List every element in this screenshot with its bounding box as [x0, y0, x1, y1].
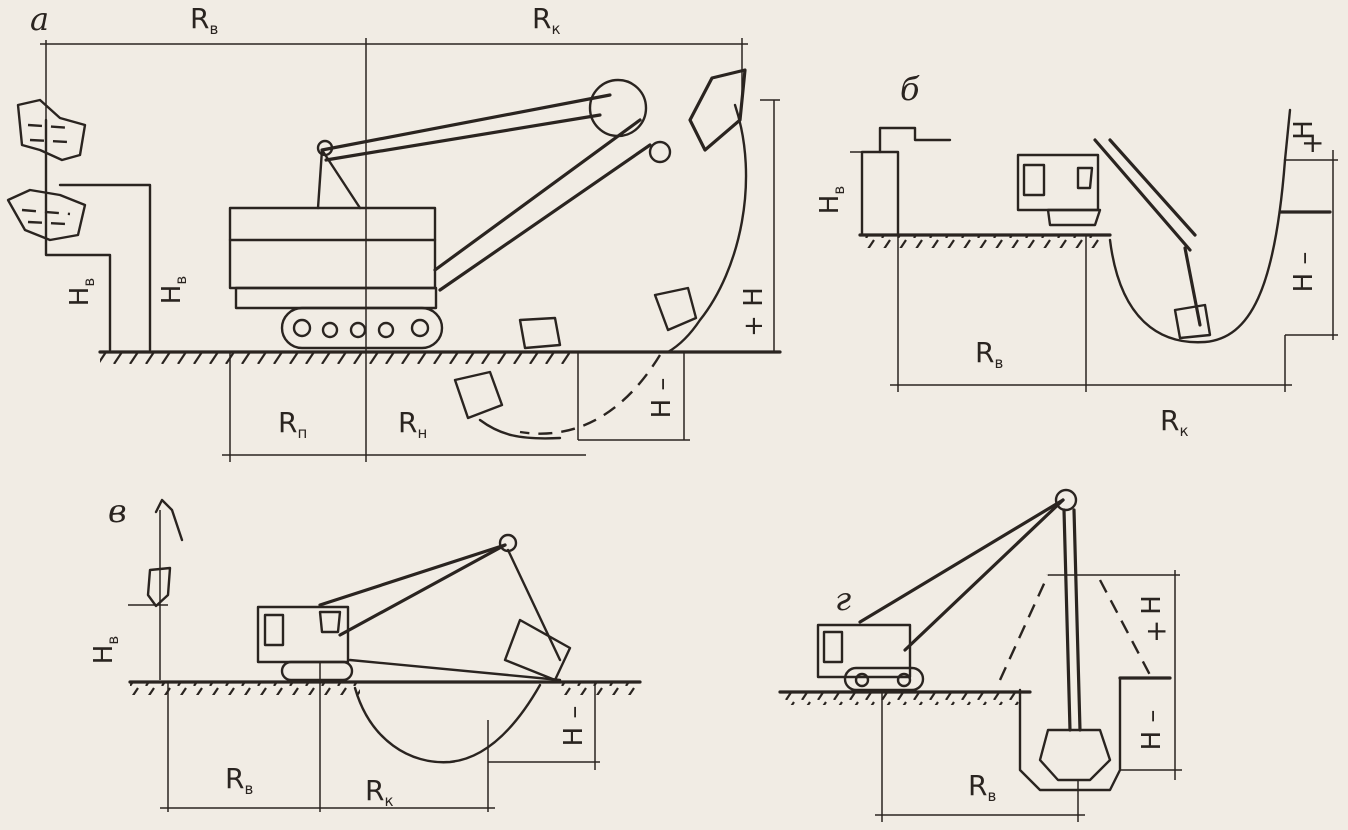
label-hv-left: Hв	[65, 278, 98, 306]
label-hv-mid: Hв	[157, 276, 190, 304]
bucket-a-lower	[653, 286, 698, 332]
boom-v	[318, 543, 507, 607]
trench-slope-right	[1098, 579, 1152, 676]
digging-arc-upper	[666, 103, 748, 354]
label-rn: Rн	[398, 406, 427, 442]
digging-arc-below	[519, 354, 662, 435]
label-hv-b: Hв	[815, 186, 848, 214]
ground-hatch-a	[100, 353, 570, 365]
label-h-plus-g: H	[1137, 595, 1167, 615]
label-h-plus-a: + H	[739, 287, 769, 337]
panel-a: а Rв Rк Hв Hв	[6, 0, 782, 462]
truck-top-load	[27, 123, 73, 144]
crawler-v	[280, 660, 354, 682]
crawler-b	[1046, 208, 1102, 227]
kelly-bar	[1062, 508, 1072, 732]
excavator-body-a	[228, 206, 437, 290]
panel-g: г H + H – Rв	[778, 488, 1182, 822]
boom-g	[858, 498, 1065, 624]
spoil-bank	[860, 150, 900, 237]
panel-v: в Hв H – Rв Rк	[89, 492, 642, 812]
drag-rope	[348, 658, 562, 682]
label-rk-top: Rк	[532, 2, 561, 38]
boom-b	[1093, 138, 1192, 252]
dragline-bucket	[503, 618, 572, 682]
trench-slope-left	[998, 574, 1050, 681]
hoist-rope	[506, 548, 562, 662]
label-h-minus-g: H –	[1137, 710, 1167, 751]
truck-top-icon	[16, 98, 87, 162]
stick-lower	[438, 143, 652, 292]
clamshell-bucket	[1038, 728, 1112, 782]
panel-v-letter: в	[108, 492, 127, 530]
stick-upper	[433, 118, 642, 272]
label-rv-v: Rв	[225, 762, 253, 798]
dump-level-upper	[58, 183, 152, 352]
panel-a-letter: а	[30, 0, 49, 38]
excavator-body-g	[816, 623, 912, 679]
hook-icon	[154, 498, 184, 542]
crawler-g	[843, 666, 925, 692]
panel-b-letter: б	[900, 70, 920, 108]
label-rk-v: Rк	[365, 774, 394, 810]
dragline-bucket-raised	[146, 566, 172, 608]
stick-b	[1183, 246, 1202, 327]
trench-b	[1108, 158, 1287, 344]
truck-bottom-icon	[6, 188, 87, 242]
label-rk-b: Rк	[1160, 404, 1189, 440]
label-h-plus-b: H	[1289, 120, 1319, 140]
bucket-b	[1173, 303, 1212, 340]
excavator-body-b	[1016, 153, 1100, 212]
label-h-minus-v: H –	[559, 706, 589, 747]
bucket-a-ground	[518, 316, 562, 350]
dump-level-lower	[44, 118, 112, 352]
label-h-minus-b: H –	[1289, 252, 1319, 293]
label-h-plus-g-sign: +	[1145, 614, 1168, 647]
boom-upper	[320, 93, 612, 152]
panel-b: б Hв H + H – Rв Rк	[815, 70, 1338, 440]
label-rv-g: Rв	[968, 769, 996, 805]
label-h-plus-b-sign: +	[1301, 126, 1324, 159]
label-rv-b: Rв	[975, 336, 1003, 372]
bucket-a	[688, 68, 747, 152]
boom-head-sheave	[588, 78, 648, 138]
boom-head-g	[1054, 488, 1078, 512]
panel-g-letter: г	[835, 580, 851, 618]
label-hv-v: Hв	[89, 636, 122, 664]
crawler-track-a	[280, 306, 444, 350]
pit-v	[353, 683, 542, 764]
truck-b-icon	[878, 126, 952, 154]
bucket-a-below	[453, 370, 504, 420]
pit-g	[1018, 676, 1122, 792]
label-h-minus-a: H –	[647, 378, 677, 419]
label-rp: Rп	[278, 406, 307, 442]
turntable	[234, 286, 438, 310]
label-rv-top: Rв	[190, 2, 218, 38]
boom-lower	[324, 113, 602, 162]
